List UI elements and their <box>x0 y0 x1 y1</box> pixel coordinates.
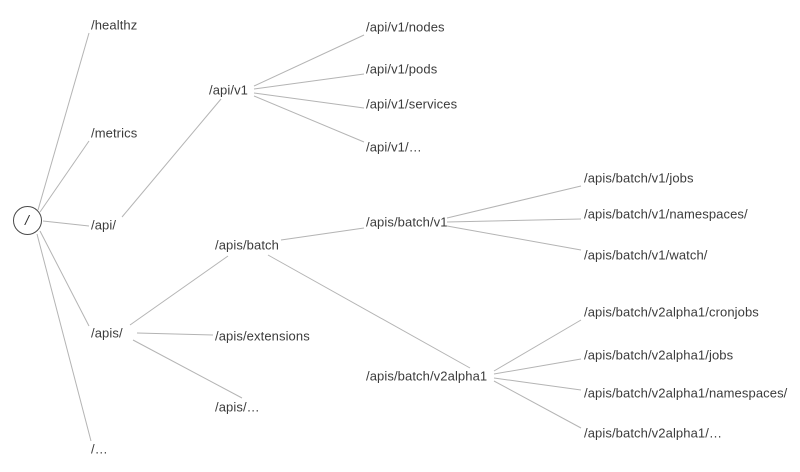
tree-edge <box>36 233 92 442</box>
tree-node-batchv2[interactable]: /apis/batch/v2alpha1 <box>366 368 488 384</box>
root-node-label: / <box>25 212 29 228</box>
tree-edge <box>132 339 243 399</box>
tree-node-apismore[interactable]: /apis/… <box>215 399 260 415</box>
tree-node-batchv1jobs[interactable]: /apis/batch/v1/jobs <box>584 170 694 186</box>
tree-edge <box>446 185 582 219</box>
tree-edge <box>39 230 90 327</box>
tree-edge <box>136 332 214 336</box>
tree-root-node[interactable]: / <box>12 205 42 235</box>
tree-node-apiv1nodes[interactable]: /api/v1/nodes <box>366 19 445 35</box>
tree-node-apiv1pods[interactable]: /api/v1/pods <box>366 61 438 77</box>
tree-edge <box>267 254 471 369</box>
tree-node-apiv1[interactable]: /api/v1 <box>209 82 249 98</box>
tree-node-batchv2cron[interactable]: /apis/batch/v2alpha1/cronjobs <box>584 304 759 320</box>
tree-edge <box>493 358 582 375</box>
tree-edge <box>253 34 365 87</box>
tree-node-apisbatch[interactable]: /apis/batch <box>215 237 279 253</box>
tree-node-batchv2ns[interactable]: /apis/batch/v2alpha1/namespaces/ <box>584 385 788 401</box>
tree-node-batchv2more[interactable]: /apis/batch/v2alpha1/… <box>584 425 723 441</box>
tree-edge <box>446 225 582 251</box>
tree-edge <box>446 218 582 223</box>
tree-node-apisext[interactable]: /apis/extensions <box>215 328 310 344</box>
tree-node-rootmore[interactable]: /… <box>91 441 108 457</box>
tree-node-batchv1ns[interactable]: /apis/batch/v1/namespaces/ <box>584 206 748 222</box>
tree-node-batchv1watch[interactable]: /apis/batch/v1/watch/ <box>584 247 708 263</box>
tree-edge <box>253 73 365 90</box>
tree-edge <box>253 92 365 109</box>
tree-edge <box>280 227 365 241</box>
tree-edge <box>493 380 582 429</box>
tree-edge <box>37 32 90 211</box>
tree-edge <box>493 319 582 372</box>
tree-node-healthz[interactable]: /healthz <box>91 17 138 33</box>
tree-edge <box>129 255 229 326</box>
tree-node-apis[interactable]: /apis/ <box>91 325 123 341</box>
tree-node-batchv1[interactable]: /apis/batch/v1 <box>366 214 448 230</box>
tree-edge <box>39 140 90 213</box>
tree-edge <box>253 95 365 143</box>
tree-edge <box>493 377 582 391</box>
tree-node-apiv1services[interactable]: /api/v1/services <box>366 96 458 112</box>
tree-node-apiv1more[interactable]: /api/v1/… <box>366 139 422 155</box>
tree-node-metrics[interactable]: /metrics <box>91 125 138 141</box>
tree-edge <box>42 220 90 227</box>
tree-node-batchv2jobs[interactable]: /apis/batch/v2alpha1/jobs <box>584 347 734 363</box>
tree-node-api[interactable]: /api/ <box>91 217 117 233</box>
tree-edge <box>121 98 222 218</box>
